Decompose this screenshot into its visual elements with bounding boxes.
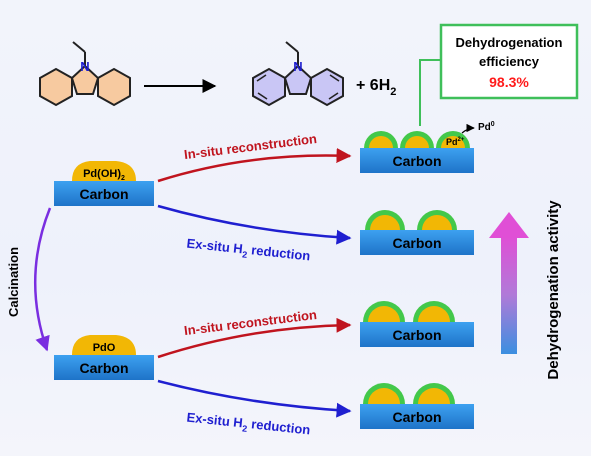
p4-core-1	[368, 388, 400, 404]
product-double-bond-1	[256, 74, 267, 82]
reactant-ethyl-bond2	[72, 41, 86, 53]
efficiency-box: Dehydrogenation efficiency 98.3%	[439, 23, 579, 100]
p1-core-3	[441, 136, 465, 148]
pdoh2-label: Pd(OH)2	[83, 168, 125, 182]
carbon-label-4: Carbon	[393, 235, 442, 251]
carbon-support-1	[54, 181, 154, 206]
reactant-left-ring	[39, 67, 73, 107]
pdo-particle	[72, 335, 136, 355]
carbon-label-3: Carbon	[393, 153, 442, 169]
reactant-right-ring	[97, 67, 131, 107]
product-double-bond-3	[329, 74, 340, 82]
pdo-catalyst: PdO Carbon	[54, 335, 154, 380]
product-molecule: N	[252, 41, 344, 107]
reactant-nitrogen: N	[80, 59, 89, 74]
p1-core-2	[405, 136, 429, 148]
carbon-support-3	[360, 148, 474, 173]
product-pyrrole-ring	[283, 64, 313, 95]
product-catalyst-2: Carbon	[360, 210, 474, 255]
p3-core-2	[418, 306, 450, 322]
product-double-bond-2	[257, 92, 268, 100]
p2-core-2	[422, 215, 452, 230]
carbon-label-5: Carbon	[393, 327, 442, 343]
pdoh2-particle	[72, 161, 136, 181]
product-right-ring	[310, 67, 344, 107]
hydrogen-label: + 6H2	[356, 77, 396, 98]
activity-label: Dehydrogenation activity	[545, 200, 562, 380]
product-double-bond-4	[328, 92, 339, 100]
p3-core-1	[368, 306, 400, 322]
insitu-arrow-2	[157, 317, 352, 359]
efficiency-line2: efficiency	[479, 54, 540, 69]
pd0-label: Pd0	[478, 121, 495, 133]
carbon-support-4	[360, 230, 474, 255]
pd0-pointer	[461, 123, 475, 134]
reactant-molecule: N	[39, 41, 131, 107]
carbon-support-6	[360, 404, 474, 429]
exsitu-label-2: Ex-situ H2 reduction	[186, 410, 311, 441]
p4-core-2	[418, 388, 450, 404]
product-ethyl-bond2	[285, 41, 299, 53]
product-left-ring	[252, 67, 286, 107]
carbon-label-6: Carbon	[393, 409, 442, 425]
pdoh2-catalyst: Pd(OH)2 Carbon	[54, 161, 154, 206]
exsitu-label-1: Ex-situ H2 reduction	[186, 236, 311, 267]
activity-arrow	[489, 212, 529, 354]
efficiency-connector	[419, 59, 441, 126]
activity-arrow-shaft	[501, 236, 517, 354]
carbon-label-1: Carbon	[80, 186, 129, 202]
pdo-label: PdO	[93, 342, 116, 354]
p1-core-1	[369, 136, 393, 148]
carbon-support-2	[54, 355, 154, 380]
carbon-label-2: Carbon	[80, 360, 129, 376]
activity-arrow-head	[489, 212, 529, 238]
product-catalyst-1: Pd2+ Pd0 Carbon	[360, 121, 495, 173]
p2-core-1	[370, 215, 400, 230]
carbon-support-5	[360, 322, 474, 347]
product-catalyst-4: Carbon	[360, 383, 474, 429]
exsitu-arrow-1	[157, 204, 352, 245]
efficiency-box-frame	[439, 23, 579, 100]
insitu-arrow-1	[157, 147, 352, 183]
exsitu-arrow-2	[157, 379, 352, 418]
pd2-label: Pd2+	[446, 137, 465, 147]
calcination-arrow	[33, 207, 52, 352]
efficiency-line1: Dehydrogenation	[456, 35, 563, 50]
calcination-label: Calcination	[6, 247, 21, 317]
product-nitrogen: N	[293, 59, 302, 74]
product-catalyst-3: Carbon	[360, 301, 474, 347]
reactant-pyrrole-ring	[70, 64, 100, 95]
efficiency-value: 98.3%	[489, 74, 529, 90]
